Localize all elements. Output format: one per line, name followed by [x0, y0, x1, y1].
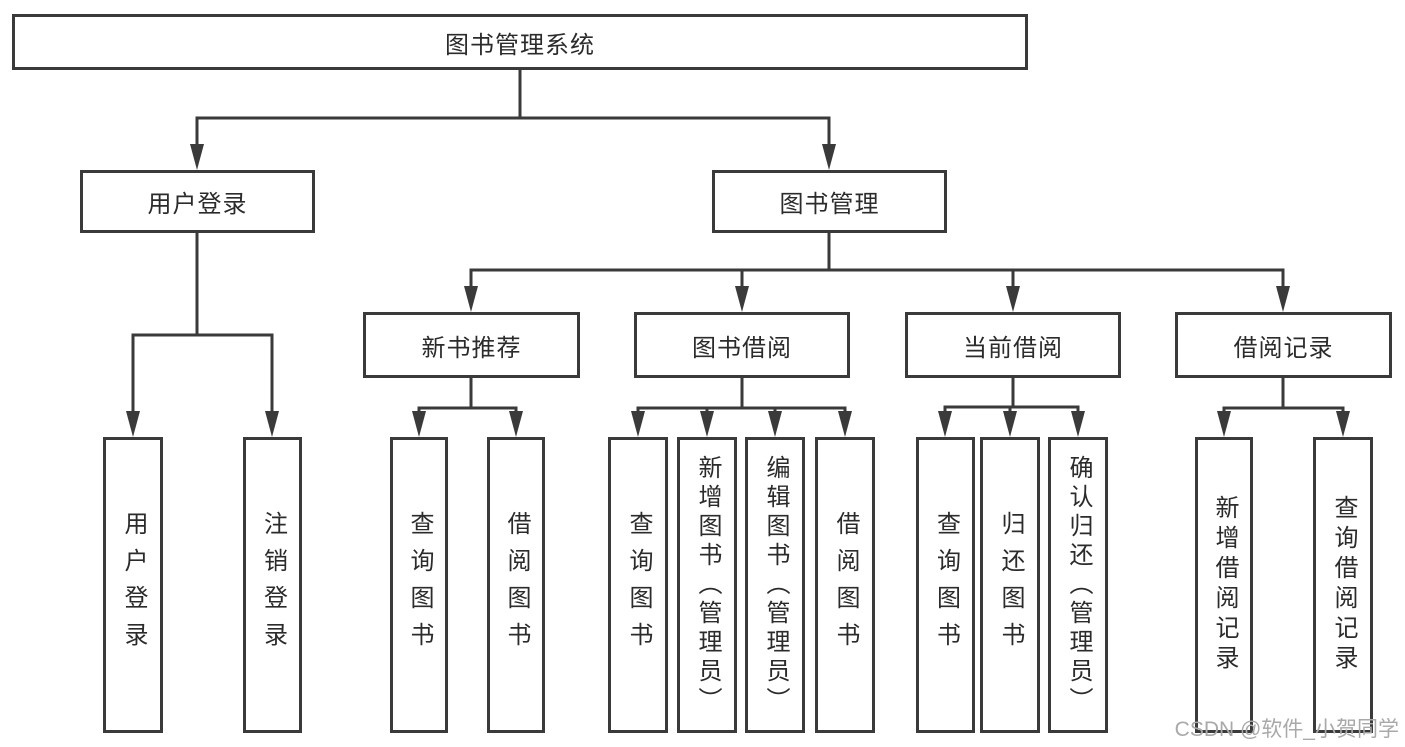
node-root-label: 图书管理系统: [445, 31, 595, 59]
edge-book-management-to-level2: [469, 233, 1285, 288]
edge-root-to-level1: [195, 70, 831, 146]
node-book-borrow-label: 图书借阅: [692, 334, 792, 362]
edge-book-borrow-to-leaves: [636, 378, 847, 413]
leaf-add-book-admin-label: 新增图书（管理员）: [694, 454, 721, 716]
leaf-logout-label: 注销登录: [259, 511, 287, 659]
leaf-borrow-book-2: 借阅图书: [815, 437, 875, 733]
leaf-return-book-label: 归还图书: [997, 511, 1024, 659]
node-borrow-record: 借阅记录: [1175, 312, 1392, 378]
edge-user-login-to-leaves: [131, 233, 274, 413]
leaf-borrow-book-2-label: 借阅图书: [832, 511, 859, 659]
leaf-add-borrow-record-label: 新增借阅记录: [1211, 495, 1238, 675]
leaf-return-book: 归还图书: [980, 437, 1040, 733]
leaf-query-borrow-record-label: 查询借阅记录: [1330, 495, 1357, 675]
leaf-edit-book-admin-label: 编辑图书（管理员）: [762, 454, 789, 716]
leaf-edit-book-admin: 编辑图书（管理员）: [745, 437, 805, 733]
leaf-query-book-1-label: 查询图书: [406, 511, 433, 659]
node-current-borrow: 当前借阅: [905, 312, 1121, 378]
node-user-login: 用户登录: [80, 170, 315, 233]
node-new-book-recommend: 新书推荐: [363, 312, 580, 378]
node-book-management: 图书管理: [712, 170, 947, 233]
leaf-add-borrow-record: 新增借阅记录: [1195, 437, 1253, 733]
leaf-borrow-book-1: 借阅图书: [487, 437, 545, 733]
leaf-query-book-2-label: 查询图书: [625, 511, 652, 659]
edge-borrow-record-to-leaves: [1222, 378, 1345, 413]
node-root-system: 图书管理系统: [12, 14, 1028, 70]
leaf-borrow-book-1-label: 借阅图书: [503, 511, 530, 659]
edge-current-borrow-to-leaves: [943, 378, 1080, 413]
csdn-watermark: CSDN @软件_小贺同学: [1174, 718, 1399, 741]
node-borrow-record-label: 借阅记录: [1233, 334, 1334, 362]
edge-new-book-recommend-to-leaves: [417, 378, 518, 413]
leaf-query-book-3-label: 查询图书: [932, 511, 960, 659]
leaf-logout: 注销登录: [243, 437, 302, 733]
node-user-login-label: 用户登录: [147, 191, 248, 218]
node-new-book-recommend-label: 新书推荐: [421, 334, 522, 362]
node-book-borrow: 图书借阅: [634, 312, 850, 378]
leaf-confirm-return-admin: 确认归还（管理员）: [1048, 437, 1108, 733]
leaf-confirm-return-admin-label: 确认归还（管理员）: [1065, 454, 1092, 716]
leaf-query-borrow-record: 查询借阅记录: [1313, 437, 1373, 733]
leaf-query-book-2: 查询图书: [608, 437, 668, 733]
leaf-user-login: 用户登录: [103, 437, 163, 733]
node-current-borrow-label: 当前借阅: [963, 334, 1063, 362]
leaf-query-book-3: 查询图书: [916, 437, 975, 733]
leaf-add-book-admin: 新增图书（管理员）: [677, 437, 737, 733]
leaf-query-book-1: 查询图书: [390, 437, 448, 733]
node-book-management-label: 图书管理: [779, 191, 880, 218]
leaf-user-login-label: 用户登录: [120, 511, 147, 659]
